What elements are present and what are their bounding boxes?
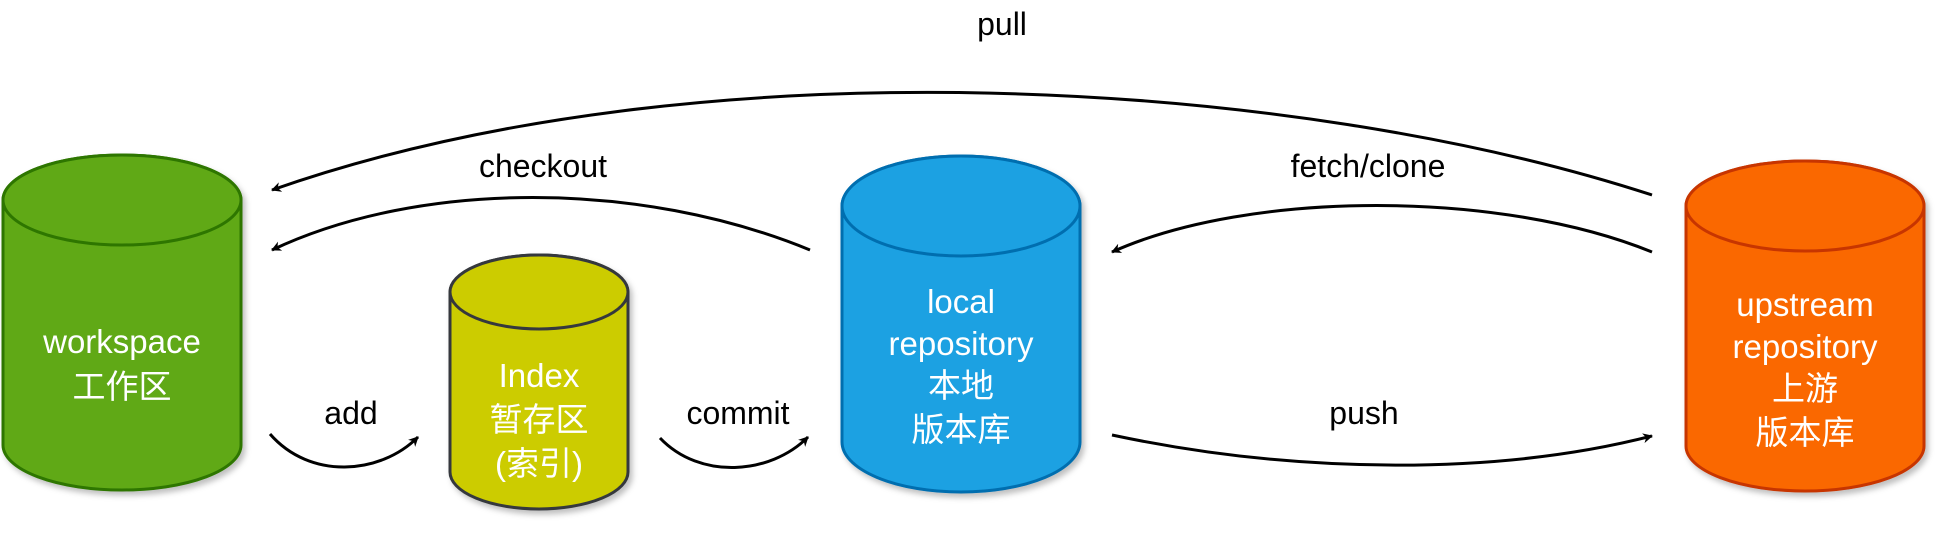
edge-label-pull: pull — [977, 6, 1027, 42]
cylinder-local-repository: local repository 本地 版本库 — [840, 154, 1082, 494]
cylinder-index-top — [448, 253, 630, 331]
label-index-line-1: Index — [499, 357, 580, 394]
label-index-line-2: 暂存区 — [490, 401, 589, 438]
edge-label-add: add — [324, 395, 377, 431]
cylinder-index: Index 暂存区 (索引) — [448, 253, 630, 511]
label-upstream-line-3: 上游 — [1772, 370, 1838, 407]
edge-label-push: push — [1329, 395, 1398, 431]
label-local-line-1: local — [927, 283, 995, 320]
label-upstream-line-2: repository — [1733, 328, 1878, 365]
label-upstream-line-1: upstream — [1736, 286, 1874, 323]
cylinder-workspace: workspace 工作区 — [1, 153, 243, 492]
edge-label-commit: commit — [686, 395, 789, 431]
cylinder-upstream-top — [1684, 159, 1926, 253]
label-local-line-4: 版本库 — [912, 411, 1011, 448]
cylinder-upstream-repository: upstream repository 上游 版本库 — [1684, 159, 1926, 493]
edge-commit: commit — [658, 395, 810, 469]
label-upstream-line-4: 版本库 — [1756, 414, 1855, 451]
edge-checkout: checkout — [271, 148, 811, 252]
label-local-line-2: repository — [889, 325, 1034, 362]
edge-pull: pull — [271, 6, 1653, 197]
edge-label-fetch-clone: fetch/clone — [1291, 148, 1446, 184]
label-workspace-line-2: 工作区 — [73, 368, 172, 405]
label-workspace-line-1: workspace — [42, 323, 201, 360]
edge-push: push — [1111, 395, 1653, 467]
label-index-line-3: (索引) — [495, 445, 583, 482]
edge-label-checkout: checkout — [479, 148, 607, 184]
edge-fetch-clone: fetch/clone — [1111, 148, 1653, 254]
cylinder-local-top — [840, 154, 1082, 258]
edge-add: add — [268, 395, 420, 469]
label-local-line-3: 本地 — [928, 367, 994, 404]
cylinder-workspace-top — [1, 153, 243, 247]
